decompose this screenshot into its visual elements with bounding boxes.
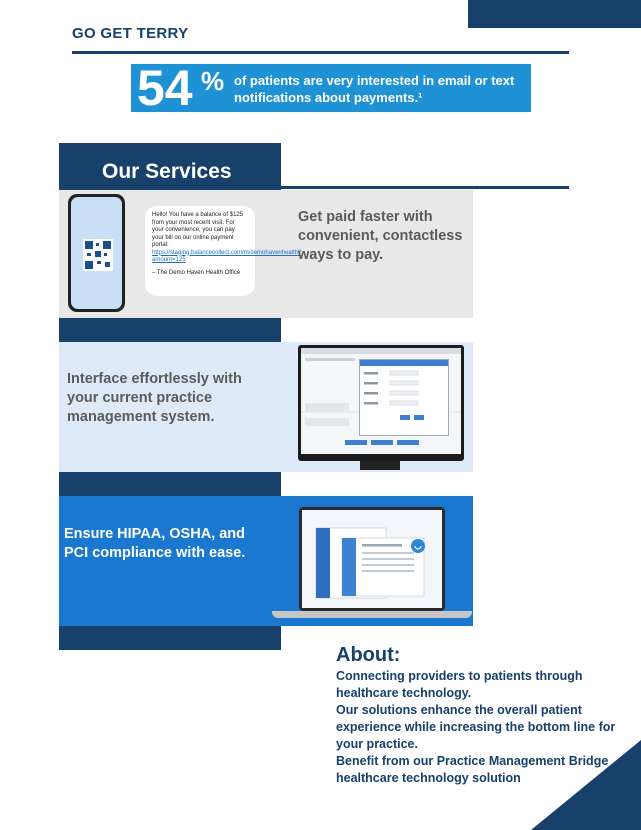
stat-text: of patients are very interested in email… xyxy=(234,73,515,105)
services-title: Our Services xyxy=(102,160,232,183)
stat-percent: % xyxy=(201,66,225,96)
about-line: Connecting providers to patients through… xyxy=(336,669,583,700)
service-row-payments xyxy=(59,190,473,318)
monitor-image xyxy=(298,345,464,461)
compliance-software-illustration xyxy=(315,527,425,599)
phone-screen xyxy=(71,197,122,309)
corner-triangle-decoration xyxy=(531,740,641,830)
phone-image xyxy=(68,194,125,312)
about-line: Our solutions enhance the overall patien… xyxy=(336,703,616,751)
service-text-integration: Interface effortlessly with your current… xyxy=(67,371,242,425)
sms-signature: – The Demo Haven Health Office xyxy=(152,269,241,276)
about-line: Benefit from our Practice Management Bri… xyxy=(336,754,609,785)
about-body: Connecting providers to patients through… xyxy=(336,668,621,787)
sms-bubble: Hello! You have a balance of $125 from y… xyxy=(145,206,301,296)
about-title: About: xyxy=(336,644,401,666)
services-divider xyxy=(281,186,569,189)
header-divider xyxy=(72,51,569,54)
settings-dialog xyxy=(359,359,449,436)
stat-number: 54 xyxy=(137,60,193,116)
dialog-form-illustration xyxy=(360,360,448,420)
sms-message: Hello! You have a balance of $125 from y… xyxy=(152,212,244,248)
monitor-screen xyxy=(301,348,461,454)
monitor-stand xyxy=(360,461,400,470)
qr-code-icon xyxy=(83,239,113,271)
service-text-compliance: Ensure HIPAA, OSHA, and PCI compliance w… xyxy=(64,526,246,561)
sms-payment-link[interactable]: https://staging.balancecollect.com/m/dem… xyxy=(152,249,302,264)
laptop-screen xyxy=(302,510,442,608)
top-accent-bar xyxy=(468,0,641,28)
stat-banner: 54 % of patients are very interested in … xyxy=(131,60,531,116)
laptop-base xyxy=(272,611,472,618)
brand-title: GO GET TERRY xyxy=(72,25,189,42)
laptop-image xyxy=(299,507,445,611)
service-text-payments: Get paid faster with convenient, contact… xyxy=(298,209,463,263)
